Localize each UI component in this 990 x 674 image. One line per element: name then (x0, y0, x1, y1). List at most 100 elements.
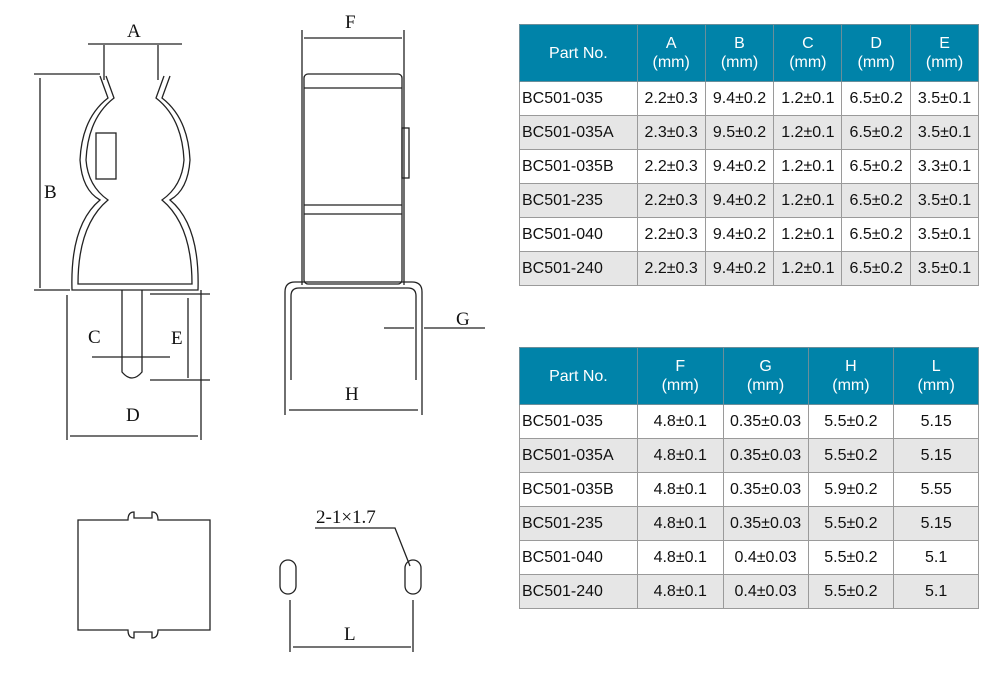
value-cell: 5.55 (893, 472, 979, 507)
header-unit: (mm) (652, 54, 690, 71)
column-header: B (mm) (704, 24, 775, 82)
value-cell: 0.4±0.03 (722, 574, 809, 609)
part-number-cell: BC501-240 (519, 574, 638, 609)
header-unit: (mm) (857, 54, 895, 71)
value-cell: 9.4±0.2 (704, 183, 775, 218)
technical-drawings: A B C D E F G H L 2-1×1.7 (34, 12, 485, 652)
value-cell: 3.5±0.1 (910, 217, 979, 252)
value-cell: 6.5±0.2 (841, 251, 912, 286)
value-cell: 1.2±0.1 (773, 115, 843, 150)
value-cell: 2.2±0.3 (636, 149, 706, 184)
value-cell: 2.2±0.3 (636, 81, 706, 116)
value-cell: 9.4±0.2 (704, 149, 775, 184)
column-header: Part No. (519, 24, 638, 82)
table-header-row: Part No. F (mm) G(mm) H (mm) L (mm) (519, 347, 979, 405)
value-cell: 2.2±0.3 (636, 183, 706, 218)
value-cell: 6.5±0.2 (841, 81, 912, 116)
front-view (34, 43, 210, 440)
value-cell: 4.8±0.1 (636, 574, 724, 609)
header-unit: (mm) (917, 377, 955, 394)
value-cell: 1.2±0.1 (773, 81, 843, 116)
header-label: L (931, 358, 941, 375)
dim-label-a: A (127, 21, 141, 42)
column-header: F (mm) (636, 347, 724, 405)
value-cell: 9.4±0.2 (704, 217, 775, 252)
header-unit: (mm) (925, 54, 964, 71)
hole-pattern-view (279, 527, 422, 652)
value-cell: 4.8±0.1 (636, 438, 724, 473)
dim-label-l: L (344, 624, 356, 645)
value-cell: 2.3±0.3 (636, 115, 706, 150)
value-cell: 5.5±0.2 (807, 506, 895, 541)
dim-label-c: C (88, 327, 101, 348)
value-cell: 5.5±0.2 (807, 540, 895, 575)
value-cell: 5.1 (893, 540, 979, 575)
part-number-cell: BC501-035 (519, 404, 638, 439)
column-header: E (mm) (910, 24, 979, 82)
dim-label-b: B (44, 182, 57, 203)
value-cell: 5.9±0.2 (807, 472, 895, 507)
value-cell: 5.15 (893, 438, 979, 473)
value-cell: 4.8±0.1 (636, 540, 724, 575)
value-cell: 5.15 (893, 506, 979, 541)
value-cell: 6.5±0.2 (841, 217, 912, 252)
dim-label-f: F (345, 12, 356, 33)
column-header: Part No. (519, 347, 638, 405)
header-unit: (mm) (720, 54, 759, 71)
value-cell: 3.5±0.1 (910, 251, 979, 286)
dim-label-g: G (456, 309, 470, 330)
value-cell: 3.5±0.1 (910, 183, 979, 218)
part-number-cell: BC501-035B (519, 149, 638, 184)
part-number-cell: BC501-035A (519, 438, 638, 473)
column-header: C (mm) (773, 24, 843, 82)
header-unit: (mm) (832, 377, 870, 394)
flat-pattern-view (77, 511, 211, 639)
value-cell: 3.5±0.1 (910, 115, 979, 150)
value-cell: 5.5±0.2 (807, 404, 895, 439)
part-number-cell: BC501-240 (519, 251, 638, 286)
header-label: H (845, 358, 857, 375)
header-label: C (802, 35, 814, 52)
dim-label-d: D (126, 405, 140, 426)
dim-label-h: H (345, 384, 359, 405)
header-label: F (675, 358, 686, 375)
value-cell: 1.2±0.1 (773, 149, 843, 184)
value-cell: 0.35±0.03 (722, 472, 809, 507)
header-unit: (mm) (661, 377, 699, 394)
header-label: Part No. (549, 44, 608, 62)
column-header: G(mm) (722, 347, 809, 405)
header-label: A (665, 35, 677, 52)
value-cell: 2.2±0.3 (636, 217, 706, 252)
header-label: Part No. (549, 367, 608, 385)
value-cell: 4.8±0.1 (636, 506, 724, 541)
column-header: H (mm) (807, 347, 895, 405)
value-cell: 4.8±0.1 (636, 404, 724, 439)
value-cell: 9.4±0.2 (704, 251, 775, 286)
value-cell: 4.8±0.1 (636, 472, 724, 507)
value-cell: 1.2±0.1 (773, 217, 843, 252)
value-cell: 9.5±0.2 (704, 115, 775, 150)
part-number-cell: BC501-235 (519, 506, 638, 541)
header-unit: (mm) (789, 54, 827, 71)
value-cell: 9.4±0.2 (704, 81, 775, 116)
table-header-row: Part No. A (mm) B (mm) C (mm) D (mm) E (mm) (519, 24, 979, 82)
value-cell: 0.35±0.03 (722, 506, 809, 541)
header-label: B (734, 35, 745, 52)
header-label: E (939, 35, 950, 52)
value-cell: 6.5±0.2 (841, 115, 912, 150)
part-number-cell: BC501-035 (519, 81, 638, 116)
dim-label-e: E (171, 328, 183, 349)
value-cell: 3.3±0.1 (910, 149, 979, 184)
part-number-cell: BC501-035B (519, 472, 638, 507)
part-number-cell: BC501-040 (519, 540, 638, 575)
header-label: D (870, 35, 882, 52)
